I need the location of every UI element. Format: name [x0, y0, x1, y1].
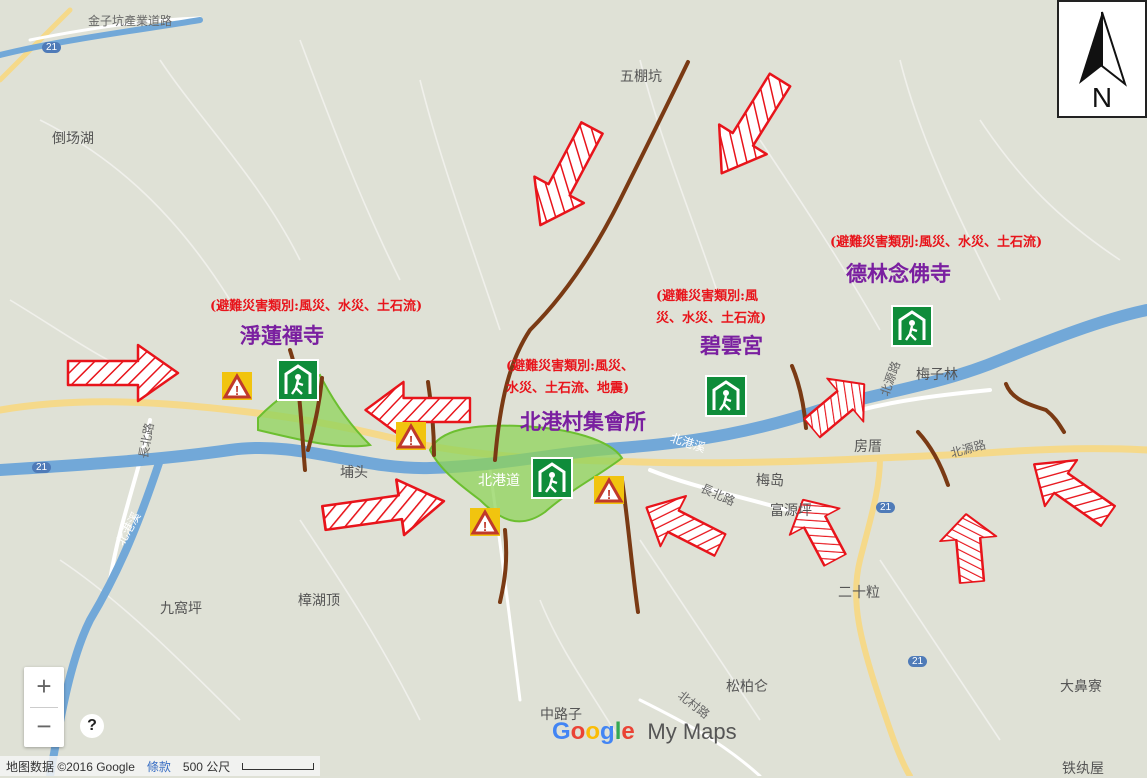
- north-arrow-icon: [1079, 11, 1127, 87]
- route-shield: 21: [876, 502, 896, 513]
- shelter-icon[interactable]: [277, 359, 319, 401]
- my-maps-label: My Maps: [647, 719, 737, 744]
- place-label: 铁纨屋: [1062, 761, 1104, 777]
- help-button[interactable]: ?: [80, 714, 104, 738]
- shelter-name-beigang: 北港村集會所: [520, 409, 646, 434]
- warning-markers: ! ! ! !: [222, 372, 624, 536]
- svg-text:!: !: [409, 433, 413, 448]
- zoom-out-button[interactable]: −: [36, 711, 52, 741]
- place-label: 梅岛: [756, 473, 784, 489]
- zoom-in-button[interactable]: +: [36, 671, 52, 701]
- shelter-icon[interactable]: [891, 305, 933, 347]
- route-shield: 21: [42, 42, 62, 53]
- shelter-name-jinglian: 淨蓮禪寺: [240, 323, 324, 348]
- shelter-name-delin: 德林念佛寺: [846, 261, 951, 286]
- hazard-line-8: [916, 430, 950, 487]
- place-label: 金子坑產業道路: [88, 14, 173, 28]
- warning-icon: !: [470, 508, 500, 536]
- place-label: 北港道: [478, 473, 520, 489]
- shelter-note-delin: (避難災害類別:風災、水災、土石流): [830, 235, 1043, 250]
- terms-link[interactable]: 條款: [146, 759, 171, 774]
- place-label: 五棚坑: [620, 69, 662, 85]
- google-wordmark: Google: [552, 718, 635, 745]
- route-shield: 21: [32, 462, 52, 473]
- place-label: 倒场湖: [52, 131, 94, 147]
- zoom-control: + −: [24, 667, 64, 747]
- scale-label: 500 公尺: [182, 759, 231, 774]
- place-label: 中路子: [540, 707, 582, 723]
- hazard-line-3: [306, 376, 324, 452]
- hazard-line-5: [498, 528, 509, 604]
- hazard-line-1: [493, 60, 690, 462]
- hazard-line-9: [1004, 382, 1066, 434]
- route-shield: 21: [908, 656, 928, 667]
- shelter-icon[interactable]: [531, 457, 573, 499]
- shelter-note-biyun: (避難災害類別:風 災、水災、土石流): [656, 286, 766, 330]
- svg-text:!: !: [483, 519, 487, 534]
- place-label: 樟湖顶: [298, 593, 340, 609]
- place-label: 九窩坪: [160, 601, 202, 617]
- place-label: 梅子林: [916, 367, 958, 383]
- place-label: 埔头: [340, 465, 368, 481]
- north-letter: N: [1091, 82, 1113, 113]
- shelter-icon[interactable]: [705, 375, 747, 417]
- warning-icon: !: [222, 372, 252, 400]
- shelter-note-jinglian: (避難災害類別:風災、水災、土石流): [210, 299, 423, 314]
- shelter-note-line: 災、水災、土石流): [656, 311, 767, 326]
- hazard-line-7: [790, 364, 808, 430]
- place-label: 房厝: [854, 439, 882, 455]
- shelter-note-beigang: (避難災害類別:風災、 水災、土石流、地震): [506, 356, 634, 400]
- shelter-markers: [277, 305, 933, 499]
- place-label: 富源坪: [770, 503, 812, 519]
- map-data-attribution: 地图数据 ©2016 Google: [6, 759, 135, 774]
- shelter-note-line: (避難災害類別:風災、: [506, 359, 634, 374]
- place-label: 二十粒: [838, 585, 880, 601]
- shelter-name-biyun: 碧雲宮: [700, 333, 763, 358]
- scale-bar: [242, 762, 315, 770]
- zoom-separator: [30, 707, 58, 708]
- shelter-note-line: (避難災害類別:風: [656, 289, 758, 304]
- terrain-streams: [9, 39, 1121, 741]
- warning-icon: !: [396, 422, 426, 450]
- place-label: 大鼻寮: [1060, 679, 1102, 695]
- google-my-maps-logo: Google My Maps: [552, 718, 737, 746]
- warning-icon: !: [594, 476, 624, 504]
- svg-text:!: !: [607, 487, 611, 502]
- place-label: 松柏仑: [726, 679, 768, 695]
- shelter-note-line: 水災、土石流、地震): [506, 381, 630, 396]
- svg-text:!: !: [235, 383, 239, 398]
- map-footer: 地图数据 ©2016 Google 條款 500 公尺: [0, 756, 321, 776]
- north-compass: N: [1057, 0, 1147, 118]
